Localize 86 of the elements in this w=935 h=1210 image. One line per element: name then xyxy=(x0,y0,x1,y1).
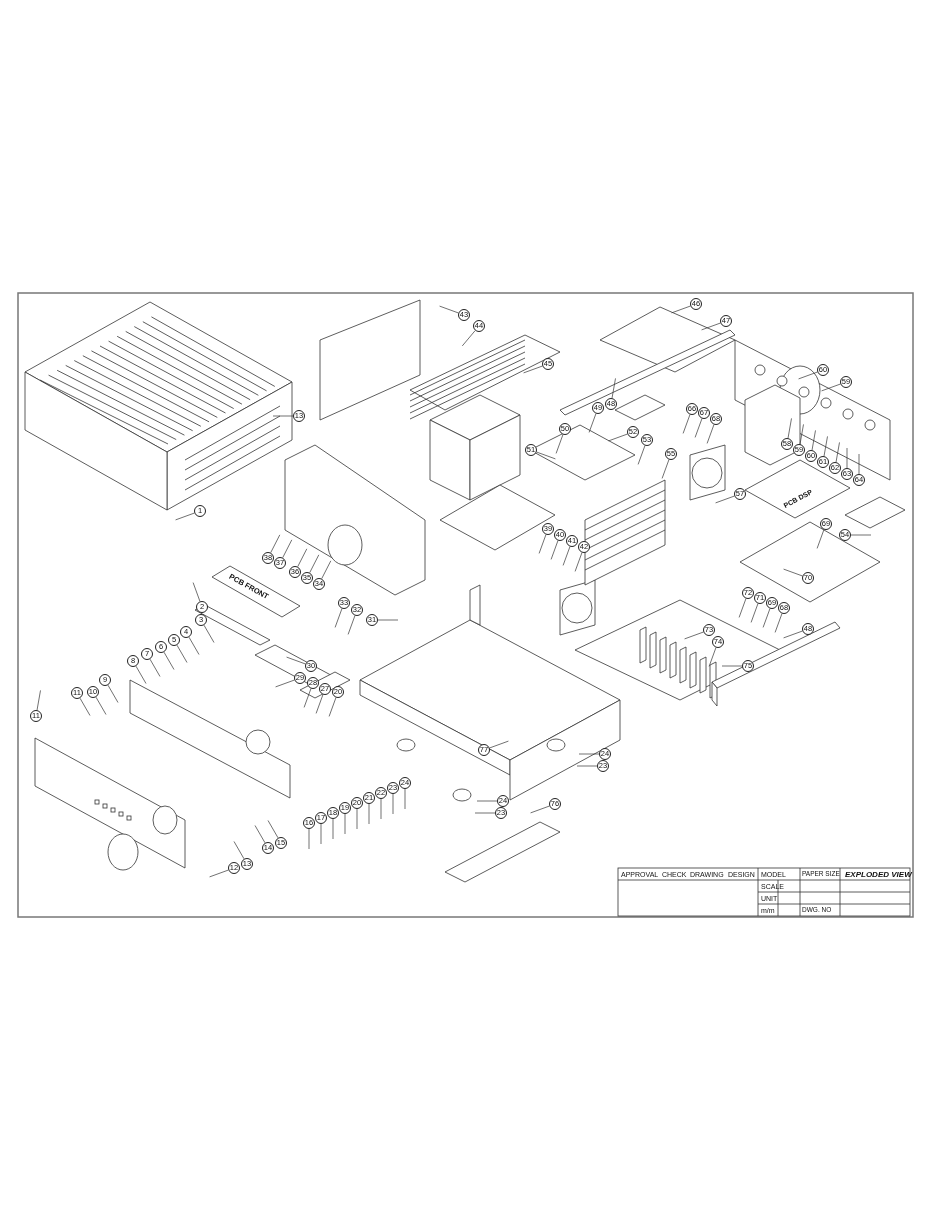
leader-line xyxy=(576,765,598,767)
leader-line xyxy=(321,560,332,579)
leader-line xyxy=(286,656,306,665)
leader-line xyxy=(476,800,498,802)
leader-line xyxy=(578,753,600,755)
leader-line xyxy=(332,818,334,840)
title-block-text: EXPLODED VIEW xyxy=(845,870,912,880)
leader-line xyxy=(175,512,195,521)
leader-line xyxy=(762,608,771,628)
leader-line xyxy=(380,798,382,820)
leader-line xyxy=(344,813,346,835)
leader-line xyxy=(149,658,161,677)
leader-line xyxy=(774,613,783,633)
leader-line xyxy=(95,696,107,715)
leader-line xyxy=(328,697,337,717)
leader-line xyxy=(846,447,848,469)
leader-line xyxy=(461,330,476,347)
leader-line xyxy=(489,740,509,749)
leader-line xyxy=(356,808,358,830)
leader-line xyxy=(574,552,583,572)
leader-line xyxy=(783,630,803,639)
leader-line xyxy=(192,582,201,602)
leader-line xyxy=(550,540,559,560)
leader-line xyxy=(254,825,266,844)
leader-line xyxy=(135,665,147,684)
leader-line xyxy=(209,869,229,878)
leader-line xyxy=(858,453,860,475)
leader-line xyxy=(347,615,356,635)
leader-line xyxy=(701,322,721,331)
leader-line xyxy=(588,413,597,433)
leader-line xyxy=(555,434,564,454)
leader-line xyxy=(684,631,704,640)
leader-line xyxy=(79,697,91,716)
leader-line xyxy=(315,694,324,714)
leader-line xyxy=(176,644,188,663)
leader-line xyxy=(530,805,550,814)
leader-line xyxy=(377,619,399,621)
leader-line xyxy=(821,383,841,392)
leader-line xyxy=(611,378,616,399)
leader-line xyxy=(188,636,200,655)
leader-line xyxy=(272,415,294,417)
leader-line xyxy=(36,690,41,711)
leader-line xyxy=(799,424,804,445)
leader-line xyxy=(750,603,759,623)
leader-line xyxy=(275,679,295,688)
leader-line xyxy=(439,305,459,314)
leader-line xyxy=(850,534,872,536)
leader-line xyxy=(706,424,715,444)
leader-line xyxy=(392,793,394,815)
leader-line xyxy=(267,820,279,839)
leader-line xyxy=(608,433,628,442)
leader-line xyxy=(738,598,747,618)
leader-line xyxy=(270,534,281,553)
leader-line xyxy=(671,305,691,314)
leader-line xyxy=(816,529,825,549)
leader-line xyxy=(107,684,119,703)
leader-line xyxy=(823,436,828,457)
leader-line xyxy=(708,647,717,667)
leader-line xyxy=(835,442,840,463)
leader-line xyxy=(787,418,792,439)
leader-line xyxy=(404,788,406,810)
leader-line xyxy=(303,688,312,708)
leader-line xyxy=(474,812,496,814)
leader-line xyxy=(661,459,670,479)
leader-line xyxy=(715,495,735,504)
leader-line xyxy=(562,546,571,566)
leader-line xyxy=(536,451,556,460)
leader-line xyxy=(783,568,803,577)
leader-line xyxy=(682,414,691,434)
leader-line xyxy=(308,828,310,850)
leader-line xyxy=(637,445,646,465)
leader-line xyxy=(538,534,547,554)
leader-line xyxy=(233,841,245,860)
leader-line xyxy=(320,823,322,845)
leader-line xyxy=(282,539,293,558)
leader-line xyxy=(811,430,816,451)
leader-line xyxy=(297,548,308,567)
leader-line xyxy=(163,651,175,670)
leader-line xyxy=(334,608,343,628)
leader-line xyxy=(368,803,370,825)
leader-line xyxy=(798,371,818,380)
leader-line xyxy=(203,624,215,643)
leader-line xyxy=(309,554,320,573)
leader-line xyxy=(721,665,743,667)
leader-line xyxy=(694,418,703,438)
leader-line xyxy=(523,365,543,374)
